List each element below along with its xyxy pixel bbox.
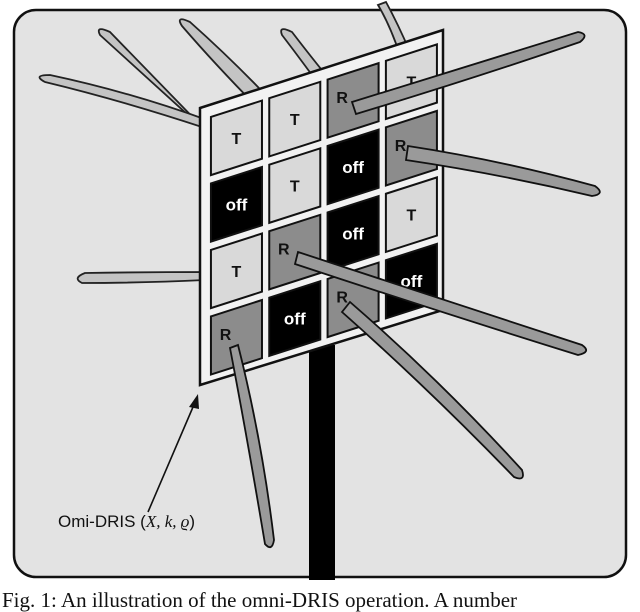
panel-cell-label: R (395, 138, 407, 155)
panel-cell-label: T (232, 264, 242, 281)
panel-cell-t (209, 99, 263, 177)
panel-cell-label: R (278, 242, 290, 259)
panel-cell-label: off (284, 310, 306, 329)
panel-cell-label: T (407, 208, 417, 225)
panel-cell-label: R (220, 327, 232, 344)
mounting-pole (309, 345, 335, 580)
panel-cell-r (326, 61, 380, 140)
panel-cell-off (268, 279, 322, 358)
omni-dris-label-suffix: ) (189, 512, 195, 531)
front-beam (350, 31, 586, 116)
panel-cell-label: T (232, 131, 242, 148)
panel-cell-off (326, 128, 380, 206)
front-beam (340, 300, 524, 480)
panel-cell-label: T (290, 179, 300, 196)
figure-caption: Fig. 1: An illustration of the omni-DRIS… (2, 588, 518, 612)
panel-cell-t (268, 146, 322, 225)
panel-cell-label: R (336, 90, 348, 107)
panel-cell-label: R (336, 289, 348, 306)
front-beam (293, 250, 588, 356)
panel-cell-label: off (401, 272, 423, 291)
omni-dris-label-prefix: Omi-DRIS ( (58, 512, 146, 531)
panel-cell-off (326, 194, 380, 273)
panel-cell-off (209, 165, 263, 243)
panel-cell-t (384, 176, 438, 254)
annotation-arrow (147, 394, 199, 513)
panel-cell-label: off (342, 158, 364, 177)
back-beam (76, 271, 209, 284)
panel-cell-label: off (342, 224, 364, 243)
panel-cell-label: off (226, 195, 248, 214)
omni-dris-label-args: X, k, ϱ (145, 512, 190, 531)
omni-dris-illustration: TTRToffToffRTRoffTRoffRoff Omi-DRIS (X, … (12, 0, 628, 580)
back-beam (38, 74, 209, 130)
panel-cell-label: T (290, 112, 300, 129)
front-beam (228, 343, 275, 549)
panel-cell-t (268, 80, 322, 158)
panel-cell-r (209, 298, 263, 376)
back-beam (376, 0, 412, 57)
panel-cell-t (209, 232, 263, 310)
omni-dris-label: Omi-DRIS (X, k, ϱ) (58, 512, 195, 531)
front-beam (404, 144, 601, 197)
back-beam (97, 28, 211, 136)
reflect-beams-front (228, 31, 601, 549)
